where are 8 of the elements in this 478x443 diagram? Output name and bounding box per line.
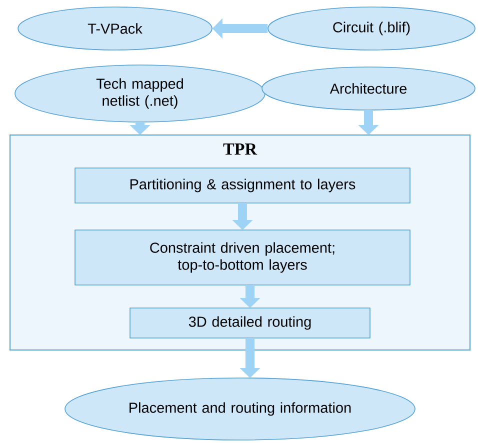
ellipse-node: Circuit (.blif)	[268, 6, 476, 50]
ellipse-node: T-VPack	[18, 6, 212, 50]
process-box: Constraint driven placement; top-to-bottom layers	[74, 230, 410, 286]
ellipse-node: Architecture	[262, 66, 476, 110]
ellipse-node: Placement and routing information	[64, 378, 416, 440]
process-box: 3D detailed routing	[130, 308, 370, 338]
process-box: Partitioning & assignment to layers	[74, 168, 410, 204]
ellipse-node: Tech mapped netlist (.net)	[14, 64, 266, 122]
